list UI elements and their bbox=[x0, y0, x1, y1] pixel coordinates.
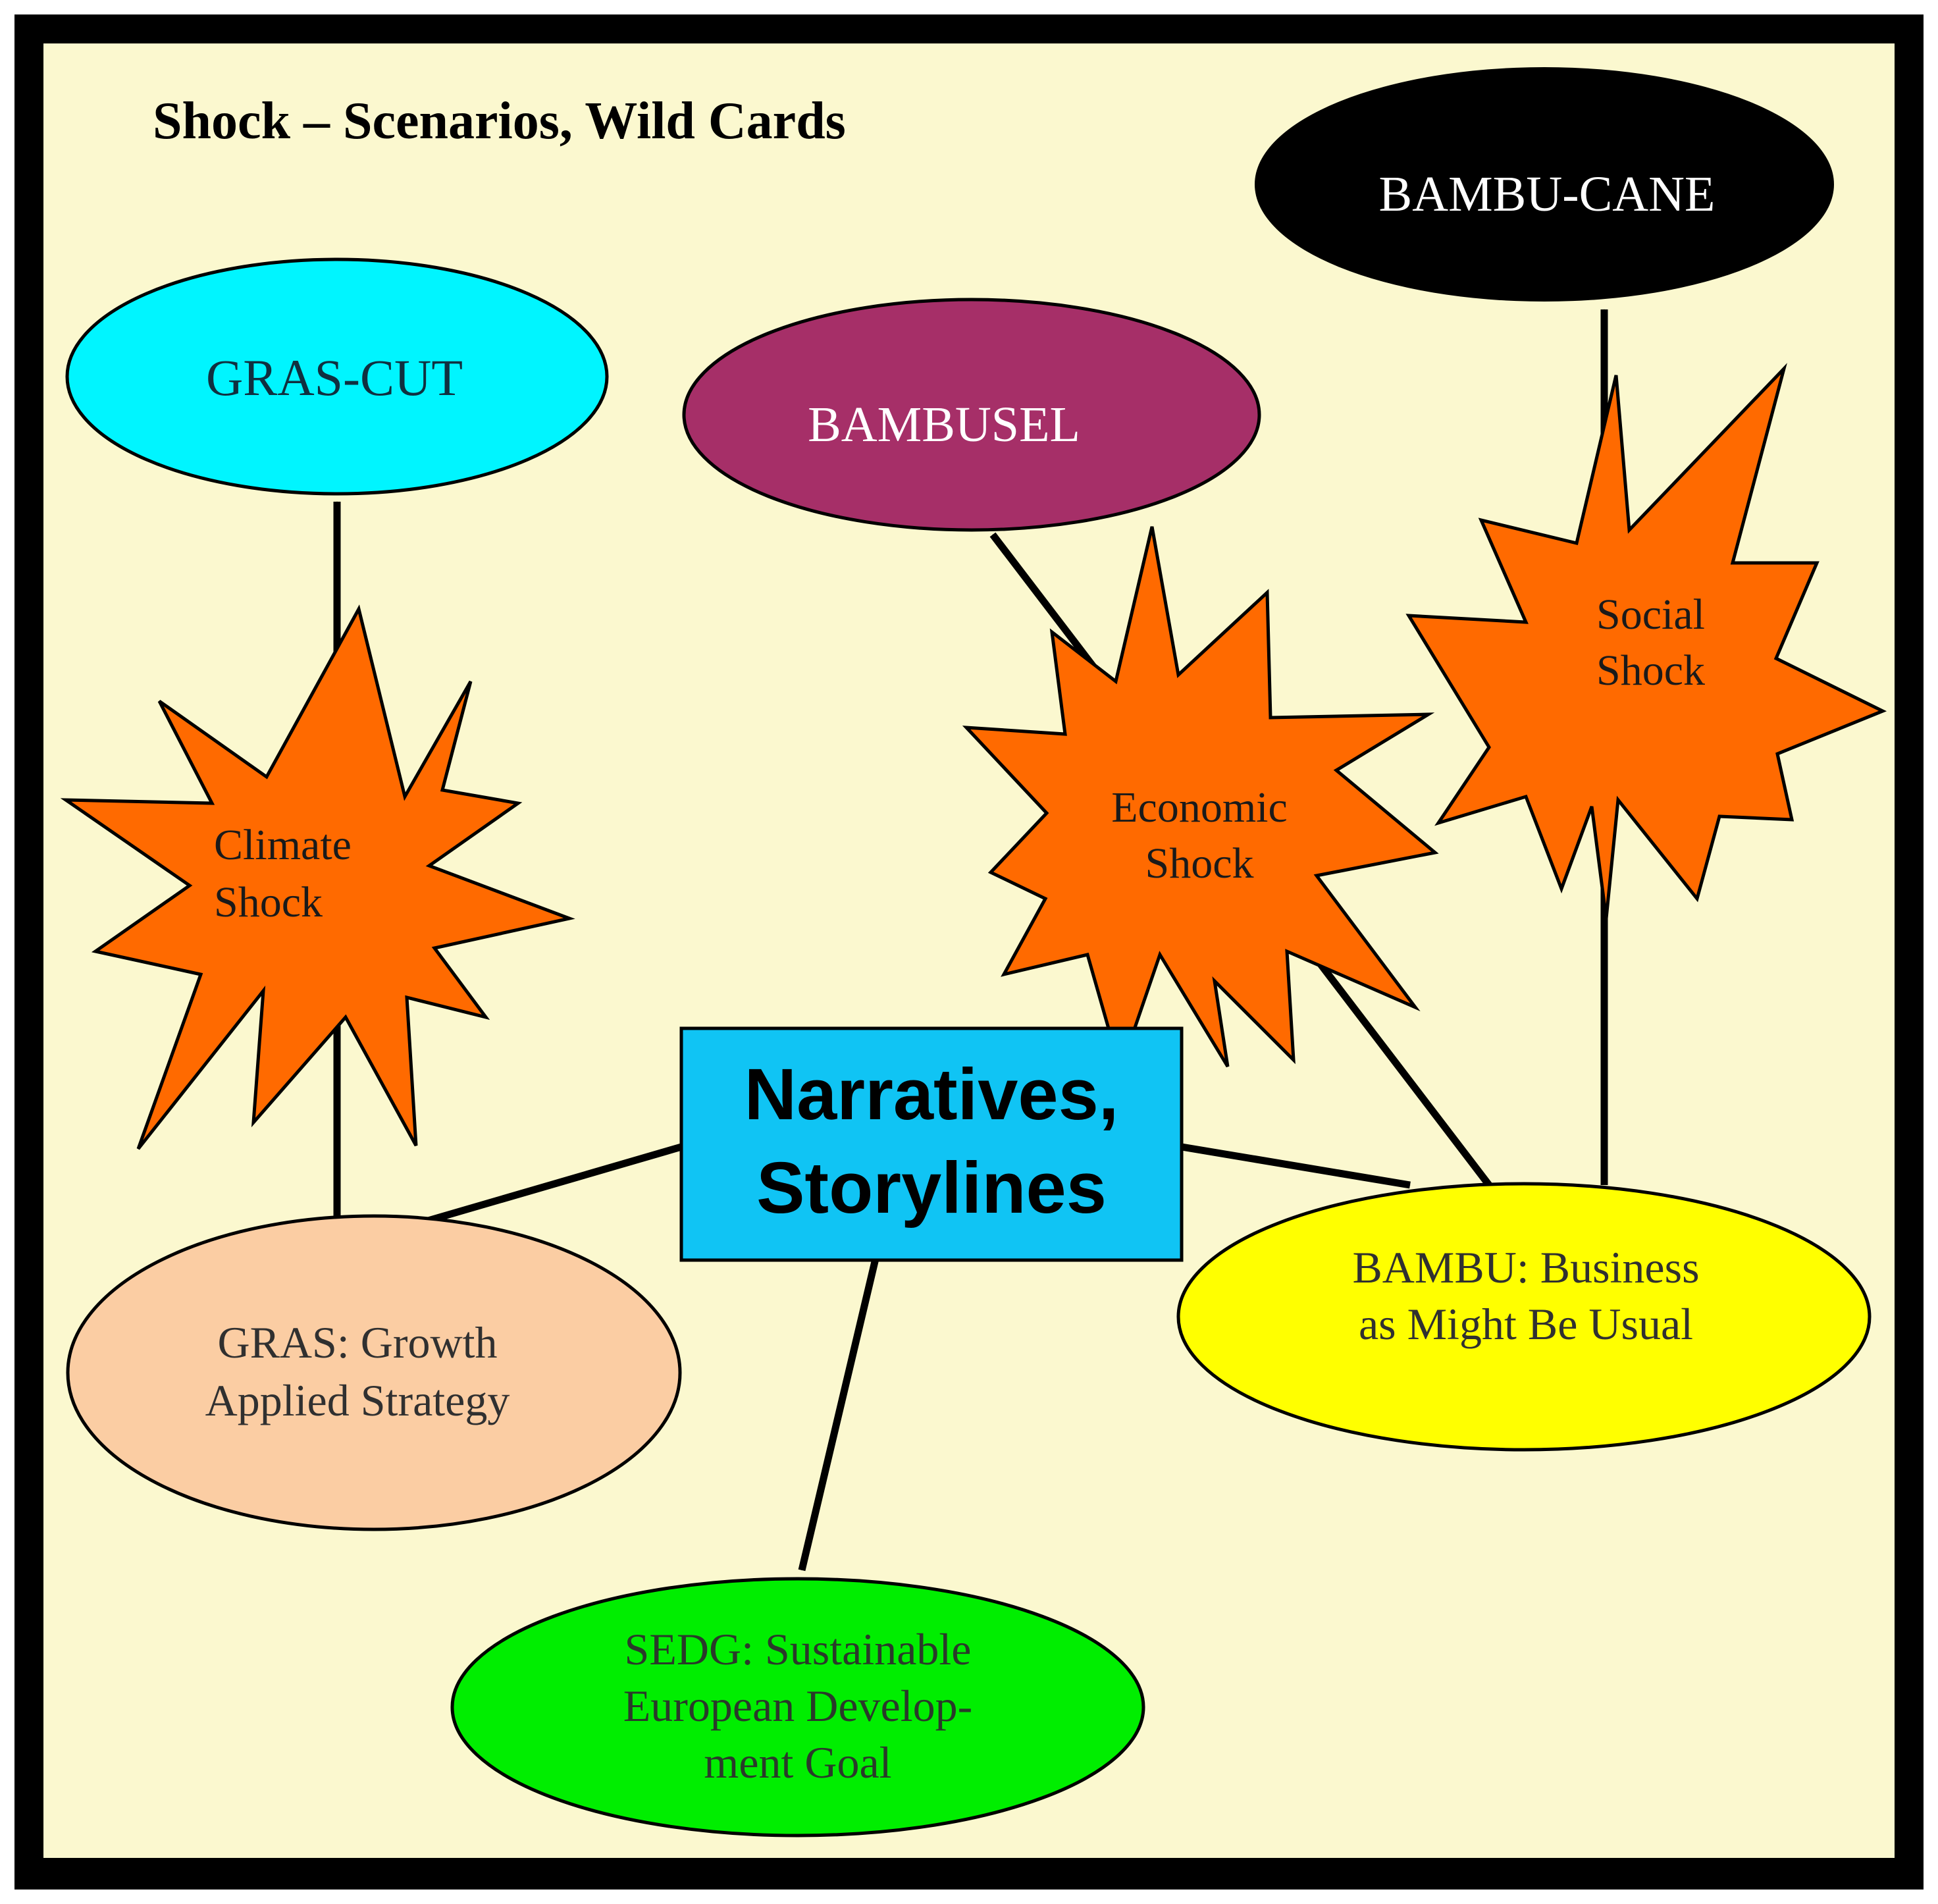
bambu-label-line1: BAMBU: Business bbox=[1352, 1242, 1699, 1292]
economic-shock-label-line2: Shock bbox=[1145, 839, 1254, 887]
node-gras-cut-label: GRAS-CUT bbox=[206, 349, 463, 406]
node-bambusel bbox=[682, 298, 1261, 532]
social-shock-label-line1: Social bbox=[1596, 591, 1705, 639]
sedg-label-line2: European Develop- bbox=[623, 1681, 973, 1731]
node-gras bbox=[66, 1214, 682, 1531]
bambu-label-line2: as Might Be Usual bbox=[1359, 1299, 1693, 1349]
node-bambu-cane-label: BAMBU-CANE bbox=[1379, 167, 1715, 222]
center-label-line2: Storylines bbox=[756, 1148, 1107, 1229]
gras-label-line1: GRAS: Growth bbox=[217, 1317, 497, 1367]
node-bambu bbox=[1176, 1182, 1872, 1452]
node-sedg bbox=[450, 1577, 1145, 1838]
node-bambusel-label: BAMBUSEL bbox=[808, 397, 1080, 452]
gras-label-line2: Applied Strategy bbox=[205, 1375, 510, 1425]
connector-center-to-gras bbox=[420, 1143, 683, 1227]
climate-shock-label-line1: Climate bbox=[214, 821, 352, 869]
sedg-label-line1: SEDG: Sustainable bbox=[625, 1624, 972, 1674]
center-label-line1: Narratives, bbox=[745, 1054, 1119, 1135]
social-shock-label-line2: Shock bbox=[1596, 647, 1705, 695]
climate-shock-label-line2: Shock bbox=[214, 878, 323, 926]
economic-shock-starburst bbox=[962, 526, 1439, 1076]
economic-shock-label-line1: Economic bbox=[1111, 783, 1288, 832]
sedg-label-line3: ment Goal bbox=[704, 1737, 891, 1787]
connector-center-to-sedg bbox=[798, 1257, 879, 1572]
node-bambu-cane bbox=[1255, 67, 1834, 302]
climate-shock-starburst bbox=[60, 604, 575, 1150]
node-narratives-storylines bbox=[679, 1026, 1184, 1262]
node-gras-cut bbox=[65, 257, 609, 496]
social-shock-starburst bbox=[1405, 363, 1887, 919]
diagram-title: Shock – Scenarios, Wild Cards bbox=[153, 92, 846, 150]
connector-center-to-bambu bbox=[1181, 1143, 1411, 1189]
